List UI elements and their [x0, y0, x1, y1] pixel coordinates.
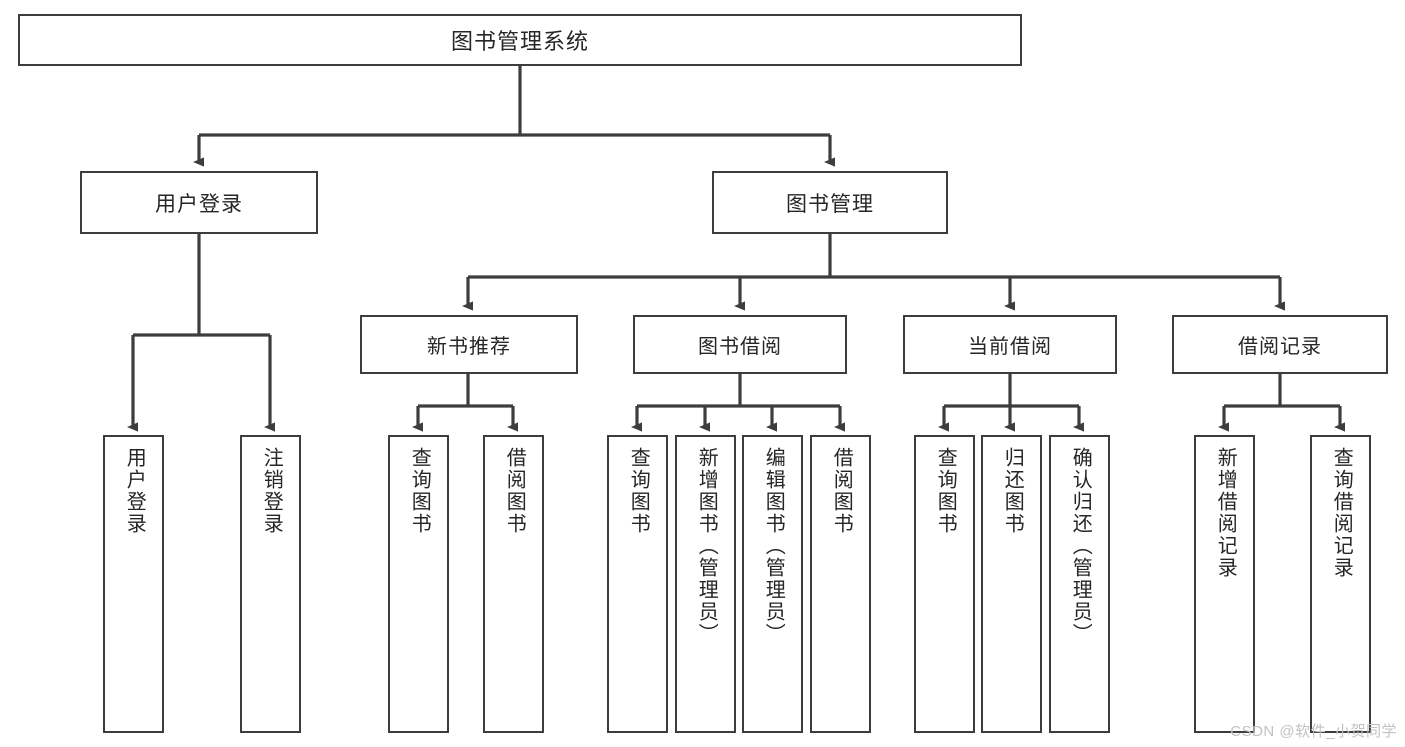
node-label: 查询借阅记录 — [1330, 447, 1353, 579]
node-label: 查询图书 — [934, 447, 957, 535]
node-label: 图书管理系统 — [450, 29, 589, 54]
node-label: 新增图书（管理员） — [695, 447, 718, 645]
leaf-user-login[interactable]: 用户登录 — [103, 435, 164, 733]
leaf-add-borrow-record[interactable]: 新增借阅记录 — [1194, 435, 1255, 733]
csdn-watermark: CSDN @软件_小贺同学 — [1230, 723, 1397, 740]
node-label: 编辑图书（管理员） — [762, 447, 785, 645]
node-label: 借阅图书 — [830, 447, 853, 535]
node-label: 图书管理 — [786, 192, 874, 216]
node-root-system[interactable]: 图书管理系统 — [18, 14, 1022, 66]
leaf-query-book-current[interactable]: 查询图书 — [914, 435, 975, 733]
node-label: 借阅记录 — [1238, 336, 1322, 358]
node-label: 用户登录 — [123, 447, 146, 535]
node-label: 注销登录 — [260, 447, 283, 535]
node-borrow-record[interactable]: 借阅记录 — [1172, 315, 1388, 374]
node-book-borrow[interactable]: 图书借阅 — [633, 315, 847, 374]
leaf-user-logout[interactable]: 注销登录 — [240, 435, 301, 733]
leaf-borrow-book-new[interactable]: 借阅图书 — [483, 435, 544, 733]
leaf-query-book-borrow[interactable]: 查询图书 — [607, 435, 668, 733]
node-label: 用户登录 — [155, 192, 243, 216]
leaf-confirm-return-admin[interactable]: 确认归还（管理员） — [1049, 435, 1110, 733]
leaf-borrow-book[interactable]: 借阅图书 — [810, 435, 871, 733]
node-label: 借阅图书 — [503, 447, 526, 535]
node-label: 查询图书 — [408, 447, 431, 535]
leaf-query-book-new[interactable]: 查询图书 — [388, 435, 449, 733]
leaf-add-book-admin[interactable]: 新增图书（管理员） — [675, 435, 736, 733]
node-label: 当前借阅 — [968, 336, 1052, 358]
node-label: 归还图书 — [1001, 447, 1024, 535]
node-current-borrow[interactable]: 当前借阅 — [903, 315, 1117, 374]
node-label: 新书推荐 — [427, 336, 511, 358]
leaf-edit-book-admin[interactable]: 编辑图书（管理员） — [742, 435, 803, 733]
node-user-login[interactable]: 用户登录 — [80, 171, 318, 234]
node-label: 查询图书 — [627, 447, 650, 535]
leaf-query-borrow-record[interactable]: 查询借阅记录 — [1310, 435, 1371, 733]
node-label: 新增借阅记录 — [1214, 447, 1237, 579]
node-label: 图书借阅 — [698, 336, 782, 358]
node-new-book-recommend[interactable]: 新书推荐 — [360, 315, 578, 374]
leaf-return-book[interactable]: 归还图书 — [981, 435, 1042, 733]
node-label: 确认归还（管理员） — [1069, 447, 1092, 645]
node-book-management[interactable]: 图书管理 — [712, 171, 948, 234]
